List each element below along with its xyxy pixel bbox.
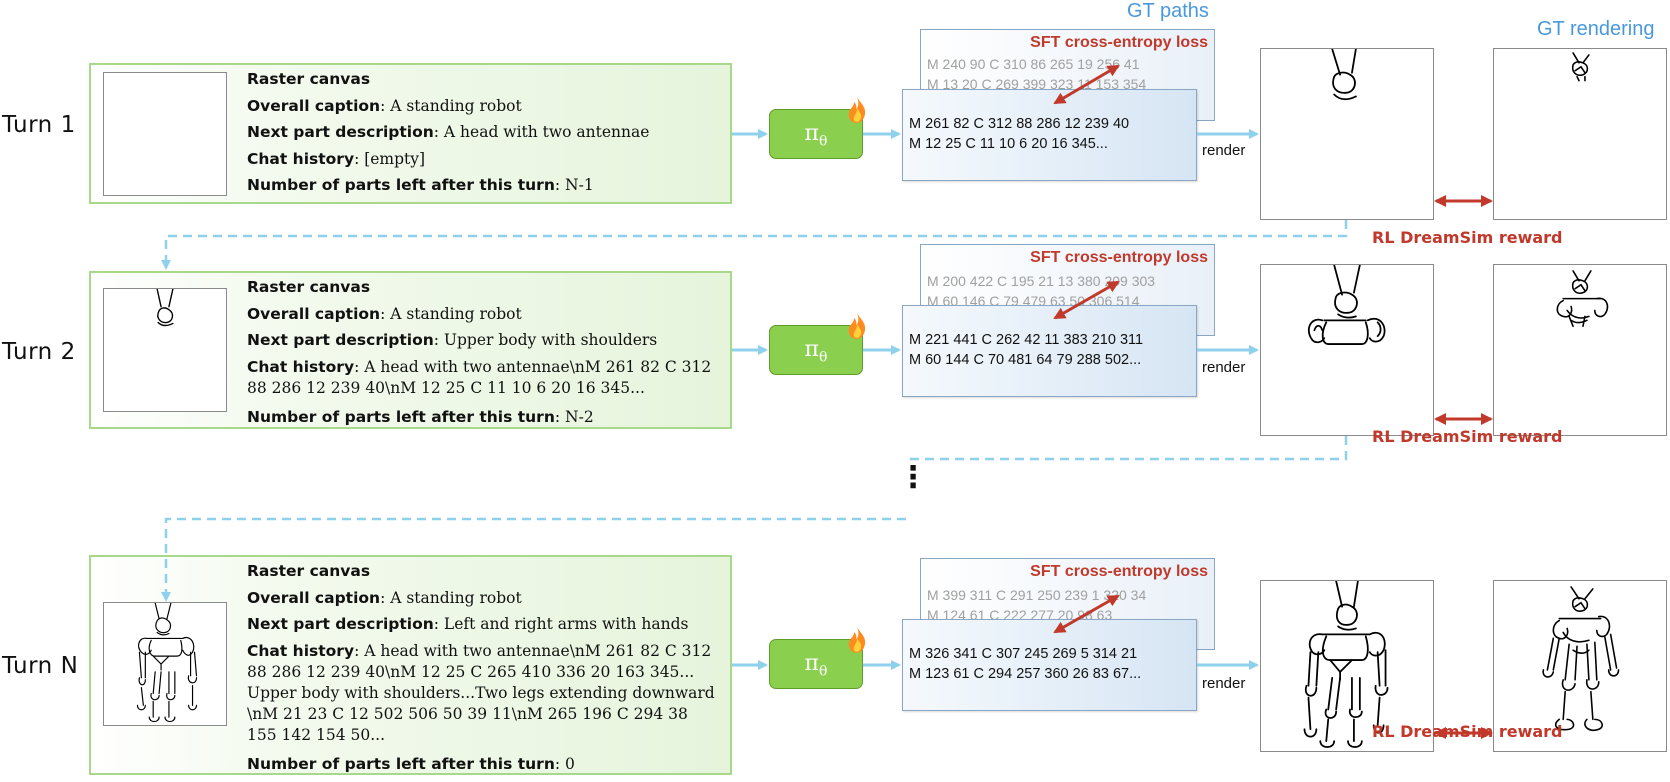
parts-left-label: Number of parts left after this turn: [247, 407, 555, 426]
render-label: render: [1202, 142, 1246, 159]
turn-1-rendered-output: [1260, 48, 1434, 220]
pred-path-line: M 12 25 C 11 10 6 20 16 345...: [909, 136, 1108, 152]
next-part-label: Next part description: [247, 615, 434, 633]
pred-path-line: M 221 441 C 262 42 11 383 210 311: [909, 332, 1144, 348]
parts-left-label: Number of parts left after this turn: [247, 754, 555, 773]
pred-path-line: M 261 82 C 312 88 286 12 239 40: [909, 116, 1130, 132]
caption-label: Overall caption: [247, 96, 381, 115]
gt-path-line: M 399 311 C 291 250 239 1 320 34: [927, 587, 1147, 603]
turn-2-fields: Raster canvas Overall caption: A standin…: [247, 274, 722, 430]
policy-subscript: θ: [819, 133, 828, 150]
turn-2-label: Turn 2: [2, 339, 76, 365]
turn-2-policy-block: πθ: [769, 313, 866, 375]
next-part-label: Next part description: [247, 123, 434, 141]
vertical-ellipsis: ⋮: [898, 460, 928, 495]
parts-left-value: : N-2: [554, 407, 594, 426]
policy-symbol: π: [804, 337, 820, 362]
next-part-value: : Upper body with shoulders: [433, 331, 658, 349]
parts-left-value: : 0: [554, 754, 575, 773]
turn-n-label: Turn N: [2, 653, 79, 679]
turn-1-policy-block: πθ: [769, 97, 866, 159]
gt-path-line: M 240 90 C 310 86 265 19 256 41: [927, 56, 1140, 72]
flame-icon: [848, 627, 866, 653]
parts-left-value: : N-1: [554, 176, 594, 194]
gt-rendering-header: GT rendering: [1537, 18, 1655, 40]
turn-1-predicted-paths-paper: M 261 82 C 312 88 286 12 239 40 M 12 25 …: [902, 89, 1197, 181]
turn-2-rendered-output: [1260, 264, 1434, 436]
turn-n-fields: Raster canvas Overall caption: A standin…: [247, 558, 722, 777]
parts-left-label: Number of parts left after this turn: [247, 176, 555, 194]
policy-symbol: π: [804, 651, 820, 676]
sft-loss-label: SFT cross-entropy loss: [1030, 249, 1208, 266]
turn-n-gt-rendering: [1493, 580, 1667, 752]
sft-loss-label: SFT cross-entropy loss: [1030, 563, 1208, 580]
turn-2-gt-rendering: [1493, 264, 1667, 436]
turn-1-gt-rendering: [1493, 48, 1667, 220]
sft-loss-label: SFT cross-entropy loss: [1030, 34, 1208, 51]
history-label: Chat history: [247, 357, 355, 376]
policy-subscript: θ: [819, 349, 828, 366]
history-value: : A head with two antennae\nM 261 82 C 3…: [247, 357, 712, 397]
turn-n-rendered-output: [1260, 580, 1434, 752]
history-label: Chat history: [247, 641, 355, 660]
caption-value: : A standing robot: [380, 304, 522, 323]
history-label: Chat history: [247, 149, 355, 168]
rl-reward-label: RL DreamSim reward: [1372, 427, 1563, 446]
render-label: render: [1202, 359, 1246, 376]
next-part-value: : A head with two antennae: [433, 123, 650, 141]
raster-label: Raster canvas: [247, 70, 371, 88]
turn-1-fields: Raster canvas Overall caption: A standin…: [247, 66, 722, 199]
policy-subscript: θ: [819, 663, 828, 680]
rl-reward-label: RL DreamSim reward: [1372, 228, 1563, 247]
rl-reward-label: RL DreamSim reward: [1372, 722, 1563, 741]
turn-n-raster-canvas: [103, 602, 227, 726]
turn-n-input-box: Raster canvas Overall caption: A standin…: [89, 555, 732, 775]
history-value: : A head with two antennae\nM 261 82 C 3…: [247, 641, 715, 744]
pred-path-line: M 326 341 C 307 245 269 5 314 21: [909, 646, 1138, 662]
turn-2-raster-canvas: [103, 288, 227, 412]
turn-1-raster-canvas: [103, 72, 227, 196]
raster-label: Raster canvas: [247, 278, 371, 296]
flame-icon: [848, 97, 866, 123]
history-value: : [empty]: [354, 149, 426, 168]
turn-carry-dashed-line: [906, 436, 1348, 461]
render-label: render: [1202, 675, 1246, 692]
flame-icon: [848, 313, 866, 339]
turn-1-input-box: Raster canvas Overall caption: A standin…: [89, 63, 732, 204]
caption-value: : A standing robot: [380, 588, 522, 607]
caption-label: Overall caption: [247, 304, 381, 323]
pred-path-line: M 123 61 C 294 257 360 26 83 67...: [909, 666, 1142, 682]
pred-path-line: M 60 144 C 70 481 64 79 288 502...: [909, 352, 1142, 368]
turn-n-predicted-paths-paper: M 326 341 C 307 245 269 5 314 21 M 123 6…: [902, 619, 1197, 711]
policy-symbol: π: [804, 121, 820, 146]
turn-2-input-box: Raster canvas Overall caption: A standin…: [89, 271, 732, 429]
raster-label: Raster canvas: [247, 562, 371, 580]
turn-n-policy-block: πθ: [769, 627, 866, 689]
next-part-label: Next part description: [247, 331, 434, 349]
gt-paths-header: GT paths: [1127, 0, 1209, 22]
caption-value: : A standing robot: [380, 96, 522, 115]
gt-path-line: M 200 422 C 195 21 13 380 209 303: [927, 273, 1156, 289]
turn-2-predicted-paths-paper: M 221 441 C 262 42 11 383 210 311 M 60 1…: [902, 305, 1197, 397]
next-part-value: : Left and right arms with hands: [433, 615, 689, 633]
turn-1-label: Turn 1: [2, 112, 76, 138]
caption-label: Overall caption: [247, 588, 381, 607]
